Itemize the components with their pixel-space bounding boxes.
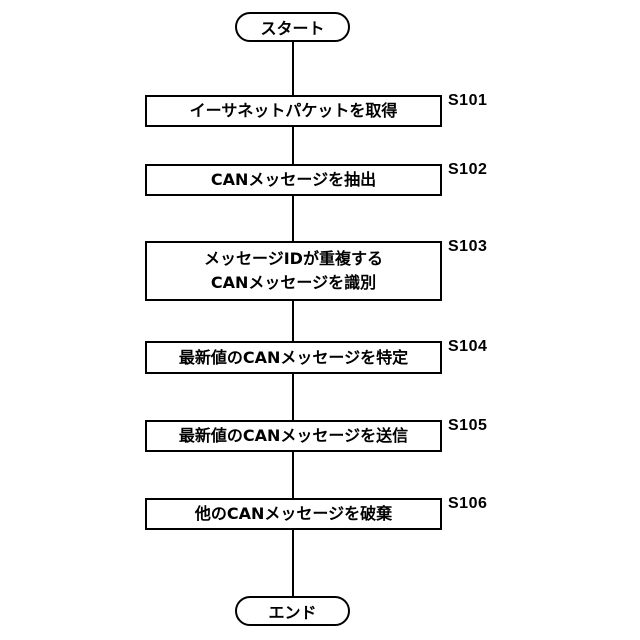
connector-line <box>292 374 294 420</box>
step-s101: イーサネットパケットを取得 <box>145 95 442 127</box>
connector-line <box>292 42 294 95</box>
step-s102: CANメッセージを抽出 <box>145 164 442 196</box>
step-s101-label: S101 <box>448 92 487 110</box>
step-s105: 最新値のCANメッセージを送信 <box>145 420 442 452</box>
step-s105-label: S105 <box>448 417 487 435</box>
step-s106: 他のCANメッセージを破棄 <box>145 498 442 530</box>
step-s106-text: 他のCANメッセージを破棄 <box>195 502 392 526</box>
step-s103-text-line1: メッセージIDが重複する <box>204 247 383 271</box>
connector-line <box>292 452 294 498</box>
step-s103-text-line2: CANメッセージを識別 <box>211 271 376 295</box>
end-label: エンド <box>268 599 316 623</box>
step-s104: 最新値のCANメッセージを特定 <box>145 341 442 374</box>
end-terminal: エンド <box>235 596 350 626</box>
step-s103-label: S103 <box>448 238 487 256</box>
step-s102-label: S102 <box>448 161 487 179</box>
step-s103: メッセージIDが重複する CANメッセージを識別 <box>145 241 442 301</box>
step-s102-text: CANメッセージを抽出 <box>211 168 376 192</box>
connector-line <box>292 301 294 341</box>
step-s101-text: イーサネットパケットを取得 <box>190 99 398 123</box>
step-s104-label: S104 <box>448 338 487 356</box>
start-terminal: スタート <box>235 12 350 42</box>
start-label: スタート <box>260 15 324 39</box>
connector-line <box>292 530 294 596</box>
step-s104-text: 最新値のCANメッセージを特定 <box>179 346 408 370</box>
step-s105-text: 最新値のCANメッセージを送信 <box>179 424 408 448</box>
step-s106-label: S106 <box>448 495 487 513</box>
connector-line <box>292 126 294 164</box>
connector-line <box>292 196 294 241</box>
